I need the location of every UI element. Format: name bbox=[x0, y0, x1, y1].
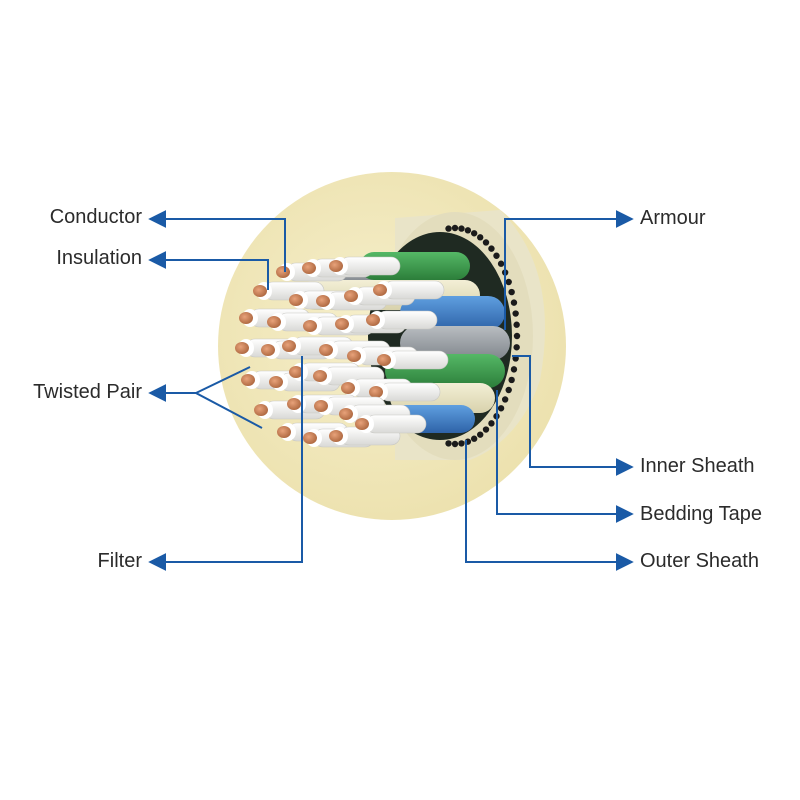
insulation-sleeve bbox=[383, 280, 445, 300]
copper-conductor bbox=[302, 262, 316, 274]
copper-conductor bbox=[335, 318, 349, 330]
armour-wire-dot bbox=[458, 225, 465, 232]
copper-conductor bbox=[241, 374, 255, 386]
insulated-conductor bbox=[377, 350, 449, 370]
copper-conductor bbox=[267, 316, 281, 328]
copper-conductor bbox=[282, 340, 296, 352]
armour-wire-dot bbox=[505, 278, 512, 286]
insulation-sleeve bbox=[376, 310, 438, 330]
armour-wire-dot bbox=[477, 431, 484, 438]
insulated-conductor bbox=[366, 310, 438, 330]
copper-conductor bbox=[319, 344, 333, 356]
armour-wire-dot bbox=[445, 440, 452, 447]
inner-sheath-leader bbox=[512, 355, 634, 476]
copper-conductor bbox=[277, 426, 291, 438]
leader-lines bbox=[148, 210, 634, 571]
insulation-leader bbox=[148, 251, 269, 290]
armour-wire-dot bbox=[513, 344, 520, 351]
filter-label: Filter bbox=[97, 550, 142, 572]
copper-conductor bbox=[341, 382, 355, 394]
armour-wire-dot bbox=[493, 252, 500, 259]
outer-sheath-label: Outer Sheath bbox=[640, 550, 759, 572]
insulation-sleeve bbox=[339, 256, 401, 276]
armour-leader bbox=[504, 210, 634, 330]
insulation-label: Insulation bbox=[56, 247, 142, 269]
insulated-conductor bbox=[329, 256, 401, 276]
copper-conductor bbox=[366, 314, 380, 326]
copper-conductor bbox=[329, 260, 343, 272]
copper-conductor bbox=[269, 376, 283, 388]
copper-conductor bbox=[316, 295, 330, 307]
outer-sheath-leader bbox=[465, 440, 634, 571]
armour-wire-dot bbox=[464, 227, 472, 234]
armour-wire-dot bbox=[513, 321, 520, 328]
armour-wire-dot bbox=[508, 288, 515, 296]
armour-wire-dot bbox=[482, 239, 490, 246]
insulation-sleeve bbox=[387, 350, 449, 370]
copper-conductor bbox=[303, 320, 317, 332]
copper-conductor bbox=[289, 294, 303, 306]
conductor-leader bbox=[148, 210, 286, 272]
copper-conductor bbox=[339, 408, 353, 420]
bedding-tape-label: Bedding Tape bbox=[640, 503, 762, 525]
armour-wire-dot bbox=[470, 435, 478, 442]
armour-wire-dot bbox=[505, 386, 512, 394]
armour-wire-dot bbox=[513, 332, 521, 340]
copper-conductor bbox=[344, 290, 358, 302]
armour-wire-dot bbox=[470, 230, 478, 237]
bedding-tape-leader bbox=[496, 390, 634, 523]
armour-wire-dot bbox=[508, 376, 515, 384]
copper-conductor bbox=[239, 312, 253, 324]
copper-conductor bbox=[329, 430, 343, 442]
armour-wire-dot bbox=[458, 440, 465, 447]
insulated-conductor bbox=[369, 382, 441, 402]
copper-conductor bbox=[314, 400, 328, 412]
filter-leader bbox=[148, 356, 303, 571]
armour-wire-dot bbox=[482, 426, 490, 433]
armour-wire-dot bbox=[451, 440, 459, 448]
copper-conductor bbox=[235, 342, 249, 354]
copper-conductor bbox=[377, 354, 391, 366]
armour-wire-dot bbox=[501, 396, 509, 403]
copper-conductor bbox=[369, 386, 383, 398]
copper-conductor bbox=[254, 404, 268, 416]
copper-conductor bbox=[261, 344, 275, 356]
insulation-sleeve bbox=[379, 382, 441, 402]
copper-conductor bbox=[276, 266, 290, 278]
armour-wire-dot bbox=[488, 420, 495, 427]
copper-conductor bbox=[355, 418, 369, 430]
armour-wire-dot bbox=[497, 260, 505, 267]
twisted-pair-label: Twisted Pair bbox=[33, 381, 142, 403]
armour-wire-dot bbox=[445, 225, 452, 232]
copper-conductor bbox=[313, 370, 327, 382]
copper-conductor bbox=[289, 366, 303, 378]
insulation-sleeve bbox=[365, 414, 427, 434]
copper-conductor bbox=[303, 432, 317, 444]
copper-conductor bbox=[347, 350, 361, 362]
insulated-conductor bbox=[355, 414, 427, 434]
armour-label: Armour bbox=[640, 207, 706, 229]
armour-wire-dot bbox=[510, 299, 518, 306]
copper-conductor bbox=[287, 398, 301, 410]
armour-wire-dot bbox=[488, 245, 495, 252]
insulated-conductor bbox=[373, 280, 445, 300]
copper-conductor bbox=[373, 284, 387, 296]
armour-wires bbox=[445, 224, 521, 448]
copper-conductor bbox=[253, 285, 267, 297]
insulated-conductors bbox=[235, 256, 449, 448]
inner-sheath-label: Inner Sheath bbox=[640, 455, 755, 477]
armour-wire-dot bbox=[477, 234, 484, 241]
conductor-label: Conductor bbox=[49, 206, 142, 228]
armour-wire-dot bbox=[512, 310, 519, 317]
armour-wire-dot bbox=[510, 366, 518, 373]
armour-wire-dot bbox=[451, 224, 459, 232]
armour-wire-dot bbox=[497, 405, 505, 412]
